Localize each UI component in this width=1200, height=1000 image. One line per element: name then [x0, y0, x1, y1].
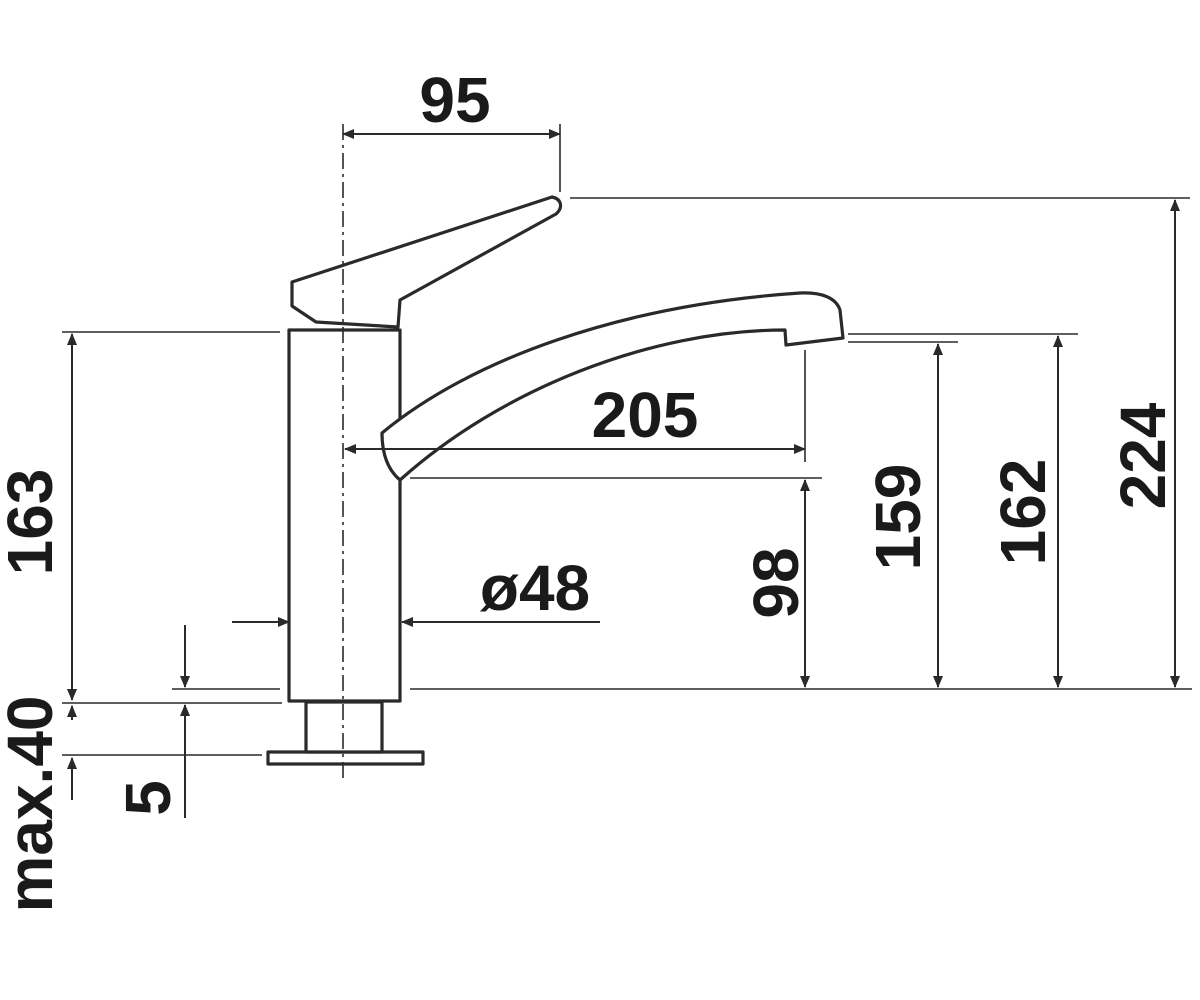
label-spout-top-height: 162 — [987, 459, 1059, 566]
extension-lines — [62, 124, 1192, 756]
label-body-diameter: ø48 — [480, 552, 590, 624]
faucet-body — [287, 328, 402, 703]
label-spout-clearance: 159 — [862, 464, 934, 571]
label-max-countertop: max.40 — [0, 695, 66, 912]
lever-handle — [290, 195, 563, 329]
dimension-lines — [67, 129, 1180, 818]
label-body-height: 163 — [0, 469, 66, 576]
spout — [380, 291, 845, 482]
label-base-plate: 5 — [112, 780, 184, 816]
shank — [304, 700, 384, 754]
label-outlet-height: 98 — [740, 547, 812, 618]
label-total-height: 224 — [1107, 402, 1179, 509]
label-lever-reach: 95 — [419, 64, 490, 136]
dimension-labels: 95 205 ø48 163 98 159 162 224 max.40 5 — [0, 64, 1179, 913]
base-plate — [266, 750, 425, 766]
faucet-outline — [266, 195, 845, 766]
label-spout-reach: 205 — [592, 379, 699, 451]
